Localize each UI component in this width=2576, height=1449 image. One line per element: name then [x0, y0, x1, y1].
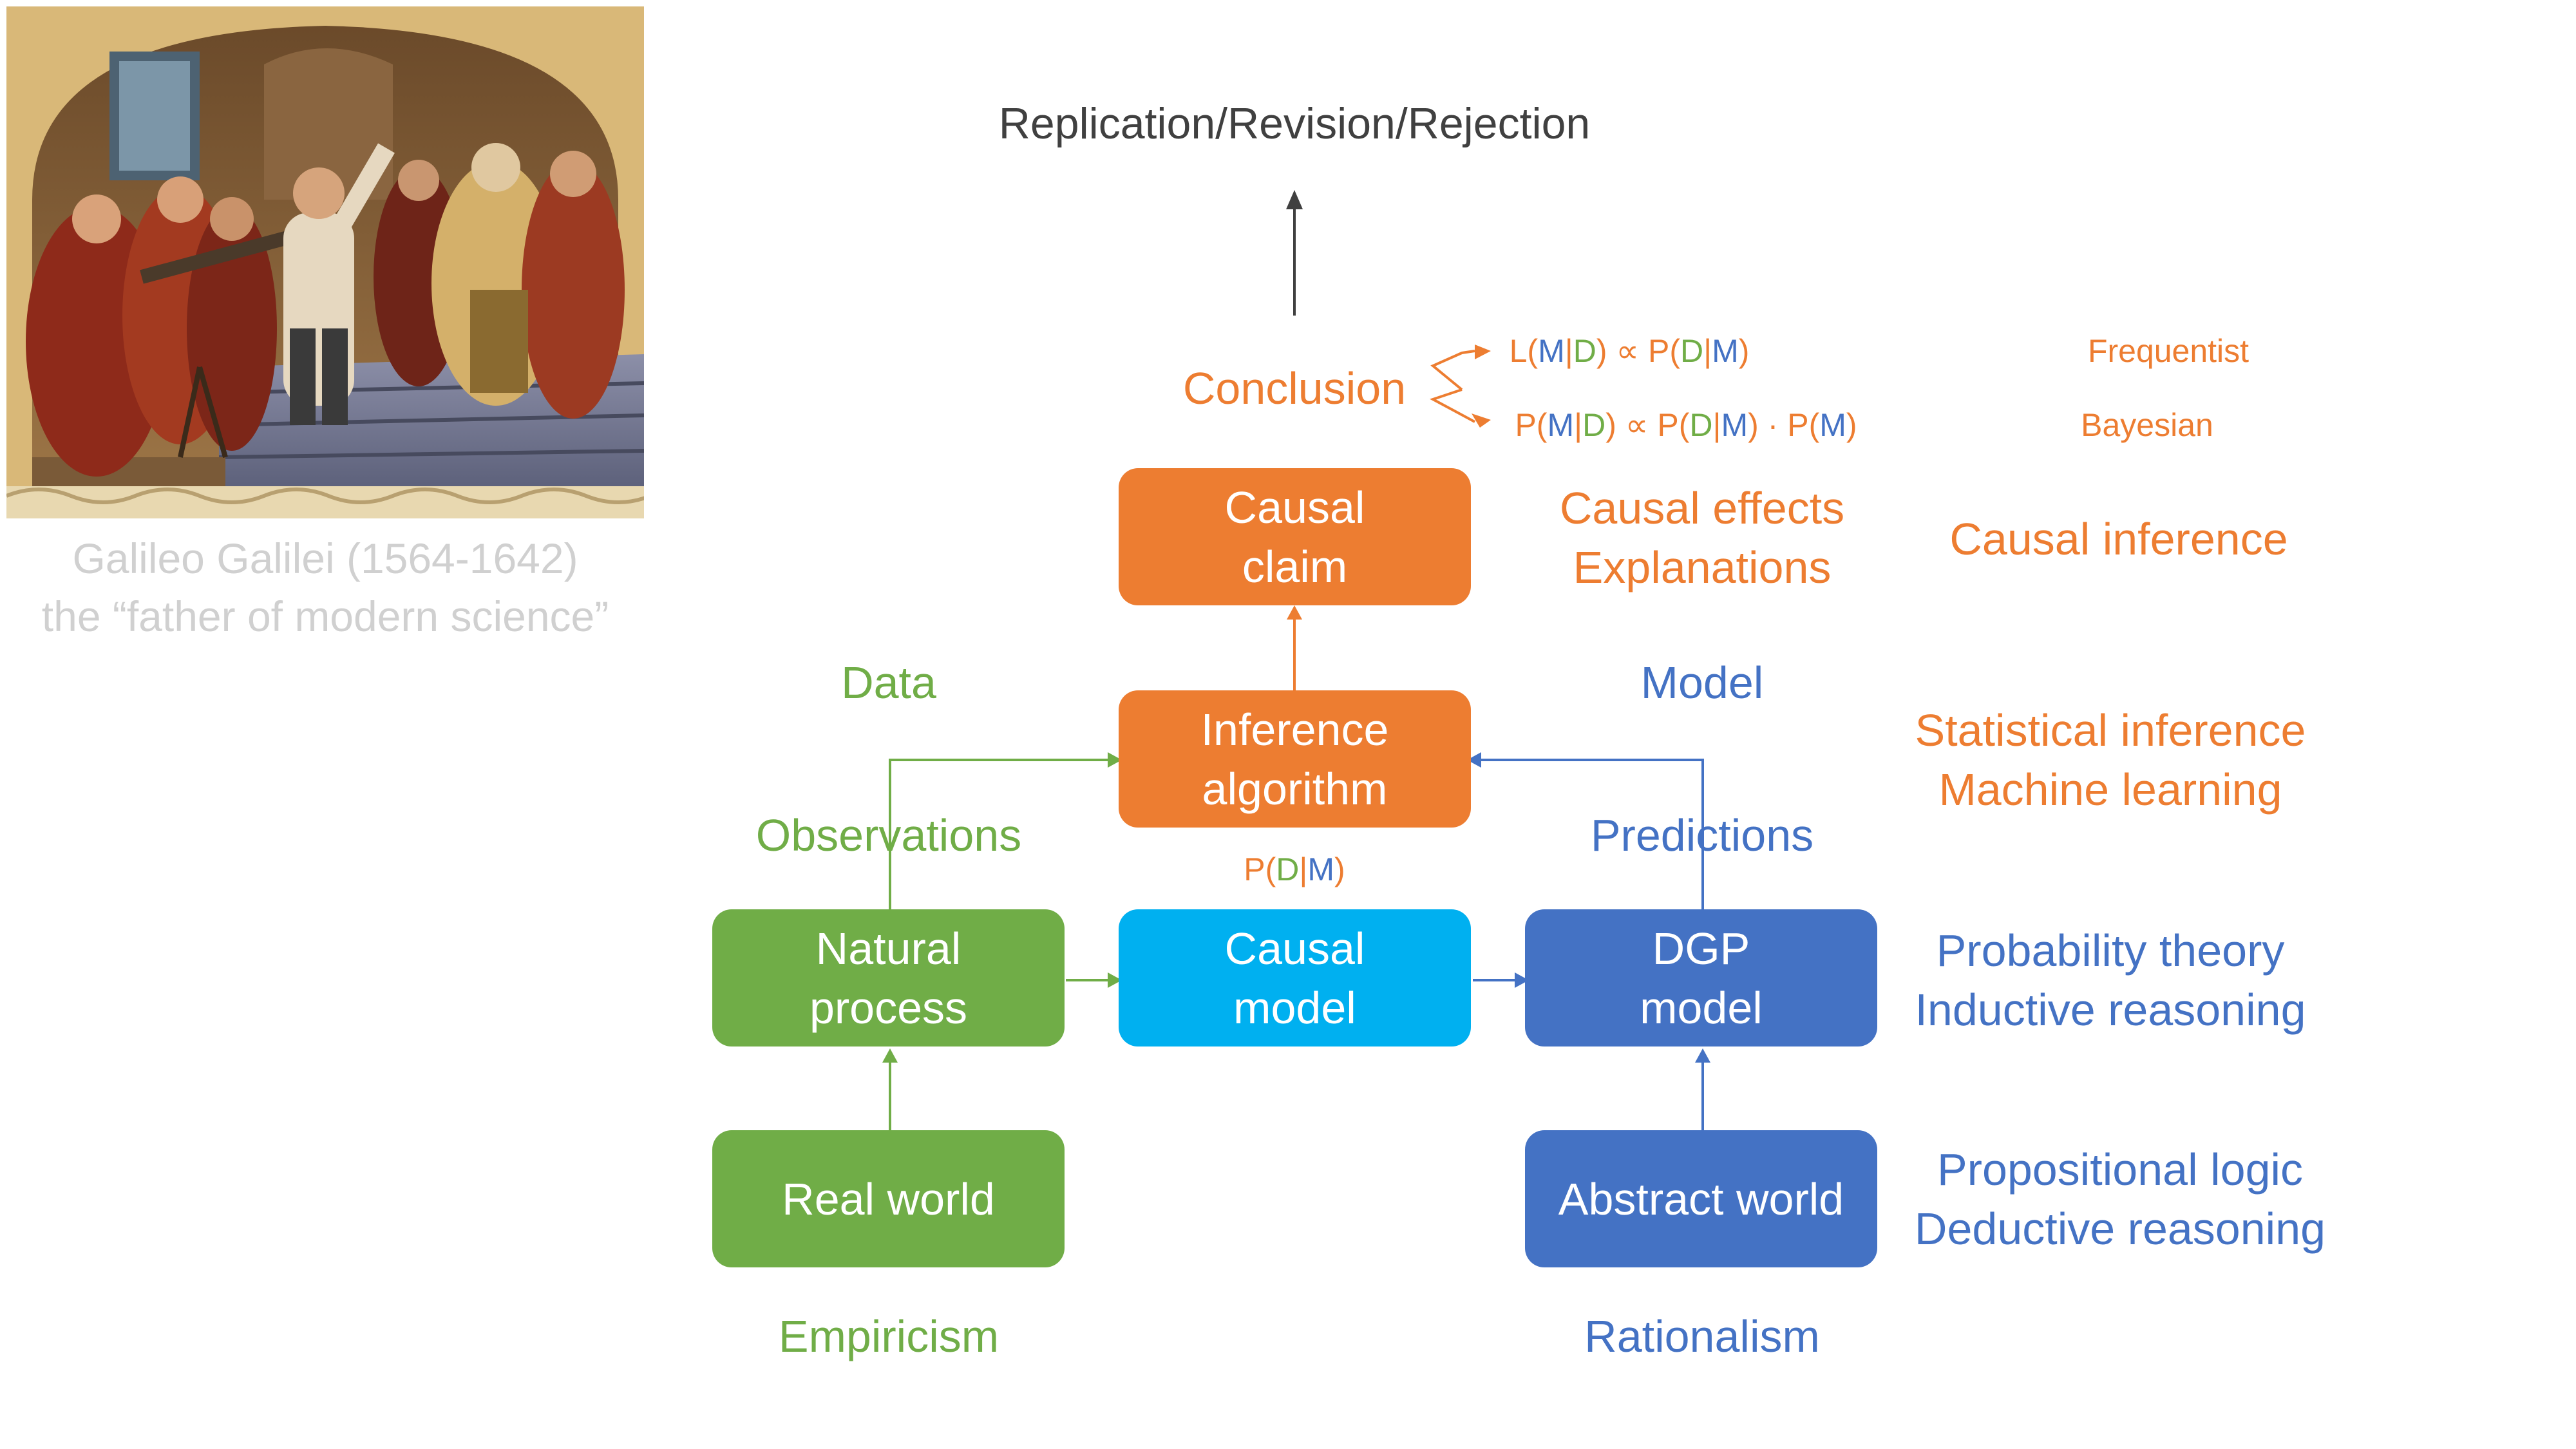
statistical-inference-label: Statistical inference Machine learning	[1915, 705, 2306, 815]
rationalism-label: Rationalism	[1584, 1311, 1820, 1361]
propositional-logic-label: Propositional logic Deductive reasoning	[1914, 1144, 2326, 1254]
dgp-model-line1: DGP	[1652, 923, 1750, 974]
painting-caption-title: the “father of modern science”	[41, 592, 609, 640]
abstract-world-box: Abstract world	[1525, 1130, 1877, 1267]
causal-claim-line2: claim	[1242, 541, 1348, 592]
arrowhead-frequentist	[1475, 345, 1491, 359]
galileo-painting	[6, 6, 644, 518]
causal-model-line1: Causal	[1224, 923, 1365, 974]
arrow-observations-to-inference	[889, 759, 1108, 908]
inference-algorithm-line1: Inference	[1200, 704, 1389, 755]
bayesian-label: Bayesian	[2081, 407, 2213, 443]
conclusion-label: Conclusion	[1182, 363, 1406, 413]
arrow-to-frequentist-formula	[1430, 350, 1475, 391]
pdm-formula: P(D|M)	[1244, 851, 1345, 887]
empiricism-label: Empiricism	[778, 1311, 999, 1361]
causal-inference-label: Causal inference	[1949, 514, 2288, 564]
inference-algorithm-box: Inference algorithm	[1119, 690, 1471, 828]
real-world-text: Real world	[782, 1173, 995, 1224]
probability-theory-label: Probability theory Inductive reasoning	[1915, 925, 2306, 1035]
replication-revision-rejection-label: Replication/Revision/Rejection	[998, 99, 1591, 148]
arrowhead-bayesian	[1472, 413, 1491, 428]
real-world-box: Real world	[712, 1130, 1065, 1267]
causal-model-box: Causal model	[1119, 909, 1471, 1046]
posterior-formula: P(M|D) ∝ P(D|M) · P(M)	[1515, 407, 1857, 443]
arrow-to-bayesian-formula	[1429, 388, 1475, 423]
causal-claim-box: Causal claim	[1119, 468, 1471, 605]
likelihood-formula: L(M|D) ∝ P(D|M)	[1509, 333, 1750, 369]
dgp-model-box: DGP model	[1525, 909, 1877, 1046]
causal-claim-line1: Causal	[1224, 482, 1365, 533]
natural-process-line2: process	[809, 982, 968, 1033]
observations-label: Observations	[755, 810, 1022, 860]
predictions-label: Predictions	[1590, 810, 1814, 860]
natural-process-line1: Natural	[815, 923, 961, 974]
data-label: Data	[841, 658, 936, 708]
dgp-model-line2: model	[1640, 982, 1763, 1033]
causal-effects-label: Causal effects Explanations	[1559, 483, 1845, 592]
abstract-world-text: Abstract world	[1558, 1173, 1844, 1224]
inference-algorithm-line2: algorithm	[1202, 763, 1388, 814]
model-label: Model	[1640, 658, 1764, 708]
painting-caption-name: Galileo Galilei (1564-1642)	[72, 535, 578, 582]
causal-model-line2: model	[1233, 982, 1356, 1033]
arrow-to-replication	[1286, 190, 1303, 316]
frequentist-label: Frequentist	[2087, 333, 2249, 369]
arrow-predictions-to-inference	[1481, 759, 1704, 908]
natural-process-box: Natural process	[712, 909, 1065, 1046]
